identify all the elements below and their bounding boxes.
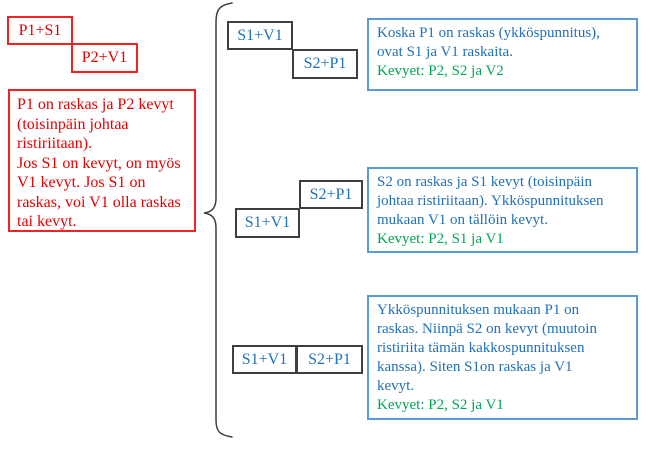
case3-explanation-box: Ykköspunnituksen mukaan P1 on raskas. Ni… <box>367 295 638 420</box>
case1-right-pan: S2+P1 <box>292 49 358 79</box>
case3-light-ones-text: Kevyet: P2, S2 ja V1 <box>377 397 504 413</box>
case2-right-pan: S2+P1 <box>299 180 363 209</box>
first-weighing-conclusion-box: P1 on raskas ja P2 kevyt (toisinpäin joh… <box>8 89 196 232</box>
case1-left-pan: S1+V1 <box>227 21 293 50</box>
case3-explanation-text: Ykköspunnituksen mukaan P1 on raskas. Ni… <box>377 302 597 394</box>
case1-explanation-text: Koska P1 on raskas (ykköspunnitus), ovat… <box>377 25 600 60</box>
curly-brace <box>203 2 233 438</box>
case2-explanation-box: S2 on raskas ja S1 kevyt (toisinpäin joh… <box>367 167 638 253</box>
first-weighing-right-pan: P2+V1 <box>71 43 138 73</box>
case1-explanation-box: Koska P1 on raskas (ykköspunnitus), ovat… <box>367 18 638 91</box>
case3-left-pan: S1+V1 <box>232 345 297 374</box>
case2-left-pan: S1+V1 <box>235 208 300 238</box>
first-weighing-conclusion-text: P1 on raskas ja P2 kevyt (toisinpäin joh… <box>17 96 181 230</box>
case3-right-pan: S2+P1 <box>296 345 363 374</box>
case2-light-ones-text: Kevyet: P2, S1 ja V1 <box>377 231 504 247</box>
first-weighing-left-pan: P1+S1 <box>7 16 73 45</box>
case1-light-ones-text: Kevyet: P2, S2 ja V2 <box>377 63 504 79</box>
case2-explanation-text: S2 on raskas ja S1 kevyt (toisinpäin joh… <box>377 174 604 228</box>
